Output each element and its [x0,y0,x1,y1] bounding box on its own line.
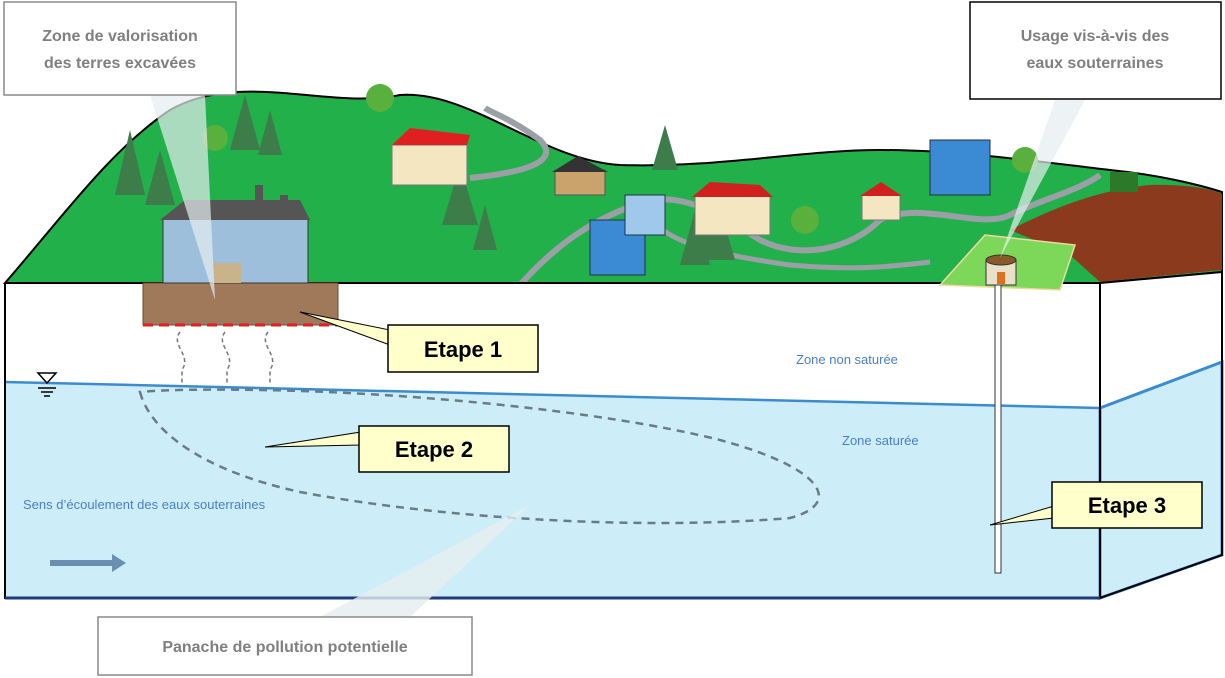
svg-text:Usage vis-à-vis des: Usage vis-à-vis des [1021,28,1170,45]
saturated-zone-label: Zone saturée [842,433,919,448]
saturated-zone-face [5,382,1100,598]
well-pipe [994,284,1002,574]
road [469,105,550,181]
water-table-line [4,380,1101,410]
svg-text:des terres excavées: des terres excavées [44,55,196,72]
road [517,172,1102,287]
buildings [391,128,1138,276]
flow-direction-arrow [50,554,126,572]
well-head [985,254,1017,286]
agricultural-field [1010,184,1222,282]
etape-3-label: Etape 3 [989,481,1203,529]
flow-direction-label: Sens d’écoulement des eaux souterraines [23,497,266,512]
right-face [1100,272,1222,408]
svg-text:Etape 2: Etape 2 [395,437,473,462]
pollution-plume [138,388,820,525]
callout-usage-eaux: Usage vis-à-vis des eaux souterraines [969,1,1222,258]
svg-text:Etape 1: Etape 1 [424,337,502,362]
svg-text:Zone de valorisation: Zone de valorisation [42,28,198,45]
callout-panache: Panache de pollution potentielle [97,505,530,676]
svg-text:Etape 3: Etape 3 [1088,493,1166,518]
water-table-symbol [36,372,58,397]
svg-text:eaux souterraines: eaux souterraines [1027,55,1164,72]
leaching-arrows [176,331,274,384]
unsaturated-zone-label: Zone non saturée [796,352,898,367]
svg-text:Panache de pollution potentiel: Panache de pollution potentielle [162,639,407,656]
excavated-soil-zone [142,282,339,326]
etape-1-label: Etape 1 [299,311,539,373]
callout-zone-valorisation: Zone de valorisation des terres excavées [3,1,237,300]
etape-2-label: Etape 2 [264,425,510,473]
